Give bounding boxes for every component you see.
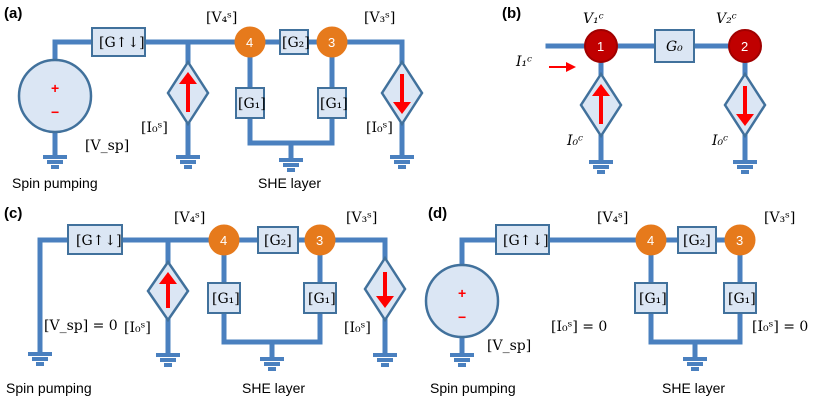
- caption-spin-pumping-c: Spin pumping: [6, 380, 92, 396]
- caption-she-layer-c: SHE layer: [242, 380, 305, 396]
- v4-label-c: [V₄ˢ]: [174, 210, 205, 226]
- i0-right-label: [I₀ˢ]: [366, 120, 393, 136]
- node-2: [728, 29, 762, 63]
- caption-spin-pumping-d: Spin pumping: [430, 380, 516, 396]
- spin-pumping-source-d: [424, 263, 500, 339]
- g2-label-d: [G₂]: [683, 233, 711, 249]
- node-4-d: [635, 224, 667, 256]
- node-3-c-label: 3: [316, 233, 323, 248]
- g0-box: [654, 29, 695, 63]
- node-4-d-label: 4: [647, 233, 654, 248]
- source-d-plus: +: [458, 285, 466, 301]
- node-3-d-label: 3: [736, 233, 743, 248]
- v3-label-d: [V₃ˢ]: [764, 210, 795, 226]
- vsp-label: [V_sp]: [85, 138, 129, 154]
- vsp-label-d: [V_sp]: [487, 338, 531, 354]
- g1-box-d-right: [723, 282, 757, 314]
- i0-d-right-zero: [I₀ˢ] = 0: [752, 319, 808, 335]
- g1-d-right-label: [G₁]: [728, 291, 756, 307]
- g2-box-d: [677, 226, 717, 254]
- g2-box-c: [257, 226, 299, 254]
- i0-left-label: [I₀ˢ]: [141, 120, 168, 136]
- g2-box: [279, 29, 309, 55]
- v3-label: [V₃ˢ]: [364, 10, 395, 26]
- panel-b-tag: (b): [502, 5, 521, 22]
- v4-label-d: [V₄ˢ]: [597, 210, 628, 226]
- i0-c-right-label: [I₀ˢ]: [344, 320, 371, 336]
- g2-label: [G₂]: [282, 35, 310, 51]
- g-updown-box-c: [67, 224, 123, 255]
- g2-label-c: [G₂]: [264, 233, 292, 249]
- g-updown-label: [G↑↓]: [99, 35, 145, 51]
- g-updown-label-d: [G↑↓]: [503, 233, 549, 249]
- g0-label: G₀: [666, 39, 683, 55]
- node-4-c: [208, 224, 240, 256]
- panel-d-tag: (d): [428, 205, 447, 222]
- v2-label: V₂ᶜ: [716, 11, 737, 27]
- caption-she-layer: SHE layer: [258, 175, 321, 191]
- panel-d: (d) + − [G↑↓] 4 3 [G₂] [G₁] [G₁] [V₄ˢ] […: [424, 205, 808, 396]
- g1-box-left: [235, 87, 265, 119]
- g1-c-left-label: [G₁]: [212, 291, 240, 307]
- v4-label: [V₄ˢ]: [206, 10, 237, 26]
- g1-box-c-left: [207, 282, 241, 314]
- g-updown-label-c: [G↑↓]: [76, 233, 122, 249]
- g1-box-right: [317, 87, 347, 119]
- g1-c-right-label: [G₁]: [308, 291, 336, 307]
- v3-label-c: [V₃ˢ]: [346, 210, 377, 226]
- g1-d-left-label: [G₁]: [639, 291, 667, 307]
- caption-she-layer-d: SHE layer: [662, 380, 725, 396]
- node-2-label: 2: [741, 39, 748, 54]
- source-plus: +: [51, 80, 59, 96]
- node-3-label: 3: [328, 35, 335, 50]
- node-3-c: [304, 224, 336, 256]
- panel-c-tag: (c): [4, 205, 22, 222]
- node-3-d: [724, 224, 756, 256]
- g1-left-label: [G₁]: [238, 96, 266, 112]
- caption-spin-pumping: Spin pumping: [12, 175, 98, 191]
- source-d-minus: −: [458, 309, 466, 325]
- v1-label: V₁ᶜ: [583, 11, 604, 27]
- i0-c-left-label: [I₀ˢ]: [124, 320, 151, 336]
- g1-box-d-left: [634, 282, 668, 314]
- g1-right-label: [G₁]: [320, 96, 348, 112]
- vsp-zero-label: [V_sp] = 0: [44, 318, 118, 334]
- node-4-c-label: 4: [220, 233, 227, 248]
- i0c-right-label: I₀ᶜ: [711, 133, 728, 149]
- panel-a: (a) + − [G↑↓] 4: [4, 5, 424, 191]
- spin-pumping-source: [17, 58, 93, 134]
- node-1-label: 1: [597, 39, 604, 54]
- g1-box-c-right: [303, 282, 337, 314]
- node-1: [584, 29, 618, 63]
- g-updown-box-d: [495, 224, 550, 255]
- panel-a-tag: (a): [4, 5, 22, 22]
- panel-c: (c) [G↑↓] 4 3 [G₂] [G₁] [G₁] [V₄: [4, 205, 407, 396]
- source-minus: −: [51, 104, 59, 120]
- panel-b: (b) 1 2 G₀ I₁ᶜ V₁ᶜ V₂ᶜ I₀ᶜ I₀ᶜ: [502, 5, 767, 174]
- i0-d-left-zero: [I₀ˢ] = 0: [551, 319, 607, 335]
- node-4: [234, 26, 266, 58]
- g-updown-box: [91, 27, 146, 57]
- i0c-left-label: I₀ᶜ: [566, 133, 583, 149]
- node-4-label: 4: [246, 35, 253, 50]
- i1-label: I₁ᶜ: [515, 54, 532, 70]
- node-3: [316, 26, 348, 58]
